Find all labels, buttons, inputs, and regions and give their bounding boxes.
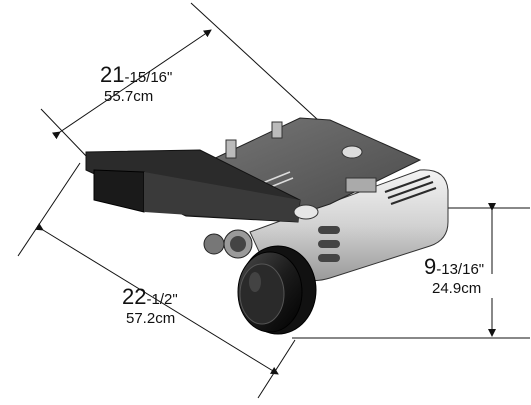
focus-ring — [203, 233, 225, 255]
width-whole: 22 — [122, 284, 147, 309]
width-metric: 57.2cm — [126, 310, 176, 327]
width-dimension-line — [34, 222, 279, 375]
width-extension-left — [17, 162, 81, 257]
arm-knob — [293, 204, 319, 220]
mount-bracket-2 — [271, 121, 283, 139]
height-whole: 9 — [424, 254, 437, 279]
depth-dimension-line — [51, 29, 212, 140]
mount-bracket-1 — [225, 139, 237, 159]
depth-metric: 55.7cm — [104, 88, 154, 105]
width-extension-right — [257, 339, 296, 399]
height-fraction: -13/16" — [436, 261, 485, 278]
mount-arm-side — [144, 172, 300, 222]
depth-extension-left — [40, 108, 89, 159]
lens-highlight — [249, 272, 261, 292]
depth-fraction: -15/16" — [124, 69, 173, 86]
top-vents — [384, 175, 437, 205]
height-metric: 24.9cm — [432, 280, 482, 297]
width-dimension-label: 22-1/2" 57.2cm — [122, 284, 178, 327]
lens-glass — [239, 263, 285, 325]
mount-arm-front-face — [93, 169, 145, 213]
depth-extension-right — [190, 2, 319, 121]
lens-barrel-inner — [230, 236, 246, 252]
mount-bracket-3 — [345, 177, 377, 193]
projector-illustration — [85, 117, 449, 335]
depth-dimension-label: 21-15/16" 55.7cm — [100, 62, 173, 105]
adjust-knob — [341, 145, 363, 159]
height-dimension-label: 9-13/16" 24.9cm — [424, 254, 485, 297]
side-vents — [318, 226, 340, 262]
width-fraction: -1/2" — [146, 291, 178, 308]
depth-whole: 21 — [100, 62, 125, 87]
